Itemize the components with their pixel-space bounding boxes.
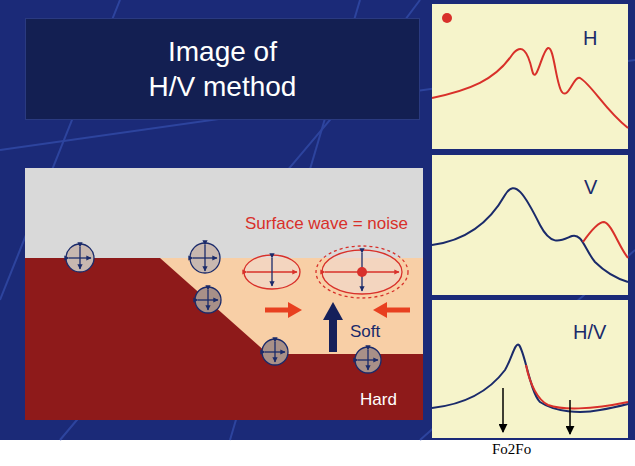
title-box: Image of H/V method [25, 18, 420, 120]
layer-label: Hard [360, 390, 397, 410]
spectrum-panel: V [432, 155, 628, 295]
panel-label: H [583, 26, 597, 51]
wave-label: Surface wave = noise [245, 214, 408, 234]
spectrum-panel: H [432, 4, 628, 149]
layer-label: Soft [350, 322, 380, 342]
frequency-label: Fo2Fo [492, 441, 531, 458]
panel-label: H/V [573, 320, 606, 345]
ratio-panel: H/V [432, 300, 628, 438]
panel-label: V [584, 175, 597, 200]
title-text: Image of H/V method [143, 34, 303, 104]
